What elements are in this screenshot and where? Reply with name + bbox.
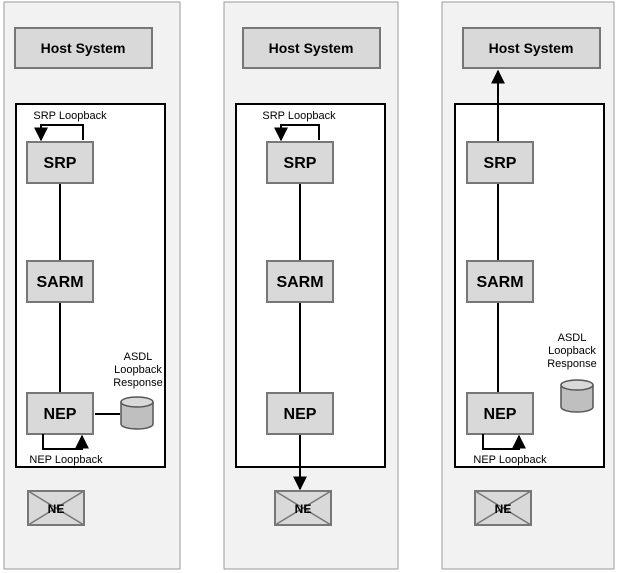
nep-box: NEP <box>26 392 94 435</box>
srp-label: SRP <box>44 155 77 172</box>
ne-label: NE <box>495 502 512 516</box>
host-system-label: Host System <box>489 40 574 56</box>
database-cylinder-icon <box>120 396 154 430</box>
srp-box: SRP <box>26 141 94 184</box>
srp-label: SRP <box>484 155 517 172</box>
sarm-label: SARM <box>36 274 83 291</box>
host-system-label: Host System <box>269 40 354 56</box>
asdl-line-2: Loopback <box>114 364 162 376</box>
ne-label: NE <box>48 502 65 516</box>
host-system-box: Host System <box>14 27 153 69</box>
srp-loopback-label: SRP Loopback <box>262 110 336 122</box>
panel-2: Host System SRP Loopback SRP SARM NEP NE <box>223 1 399 570</box>
asdl-line-1: ASDL <box>124 351 153 363</box>
asdl-line-3: Response <box>547 358 597 370</box>
ne-label: NE <box>295 502 312 516</box>
asdl-line-1: ASDL <box>558 332 587 344</box>
panel-3: Host System SRP SARM NEP NEP Loopback AS… <box>441 1 615 570</box>
ne-box: NE <box>474 490 532 526</box>
nep-label: NEP <box>284 406 317 423</box>
sarm-label: SARM <box>476 274 523 291</box>
sarm-label: SARM <box>276 274 323 291</box>
srp-loopback-arrow <box>34 124 84 142</box>
asdl-line-2: Loopback <box>548 345 596 357</box>
ne-box: NE <box>274 490 332 526</box>
nep-box: NEP <box>266 392 334 435</box>
srp-label: SRP <box>284 155 317 172</box>
asdl-line-3: Response <box>113 377 163 389</box>
srp-loopback-label: SRP Loopback <box>33 110 107 122</box>
database-cylinder-icon <box>560 379 594 413</box>
sarm-box: SARM <box>266 260 334 303</box>
srp-loopback-arrow <box>274 124 320 142</box>
host-system-label: Host System <box>41 40 126 56</box>
host-system-box: Host System <box>242 27 381 69</box>
nep-loopback-arrow <box>42 434 89 450</box>
nep-loopback-arrow <box>482 434 526 450</box>
srp-box: SRP <box>266 141 334 184</box>
panel-1: Host System SRP Loopback SRP SARM NEP NE… <box>3 1 181 570</box>
nep-loopback-label: NEP Loopback <box>29 454 103 466</box>
nep-label: NEP <box>44 406 77 423</box>
sarm-box: SARM <box>26 260 94 303</box>
nep-label: NEP <box>484 406 517 423</box>
sarm-box: SARM <box>466 260 534 303</box>
nep-box: NEP <box>466 392 534 435</box>
nep-loopback-label: NEP Loopback <box>473 454 547 466</box>
host-system-box: Host System <box>462 27 601 69</box>
srp-box: SRP <box>466 141 534 184</box>
ne-box: NE <box>27 490 85 526</box>
